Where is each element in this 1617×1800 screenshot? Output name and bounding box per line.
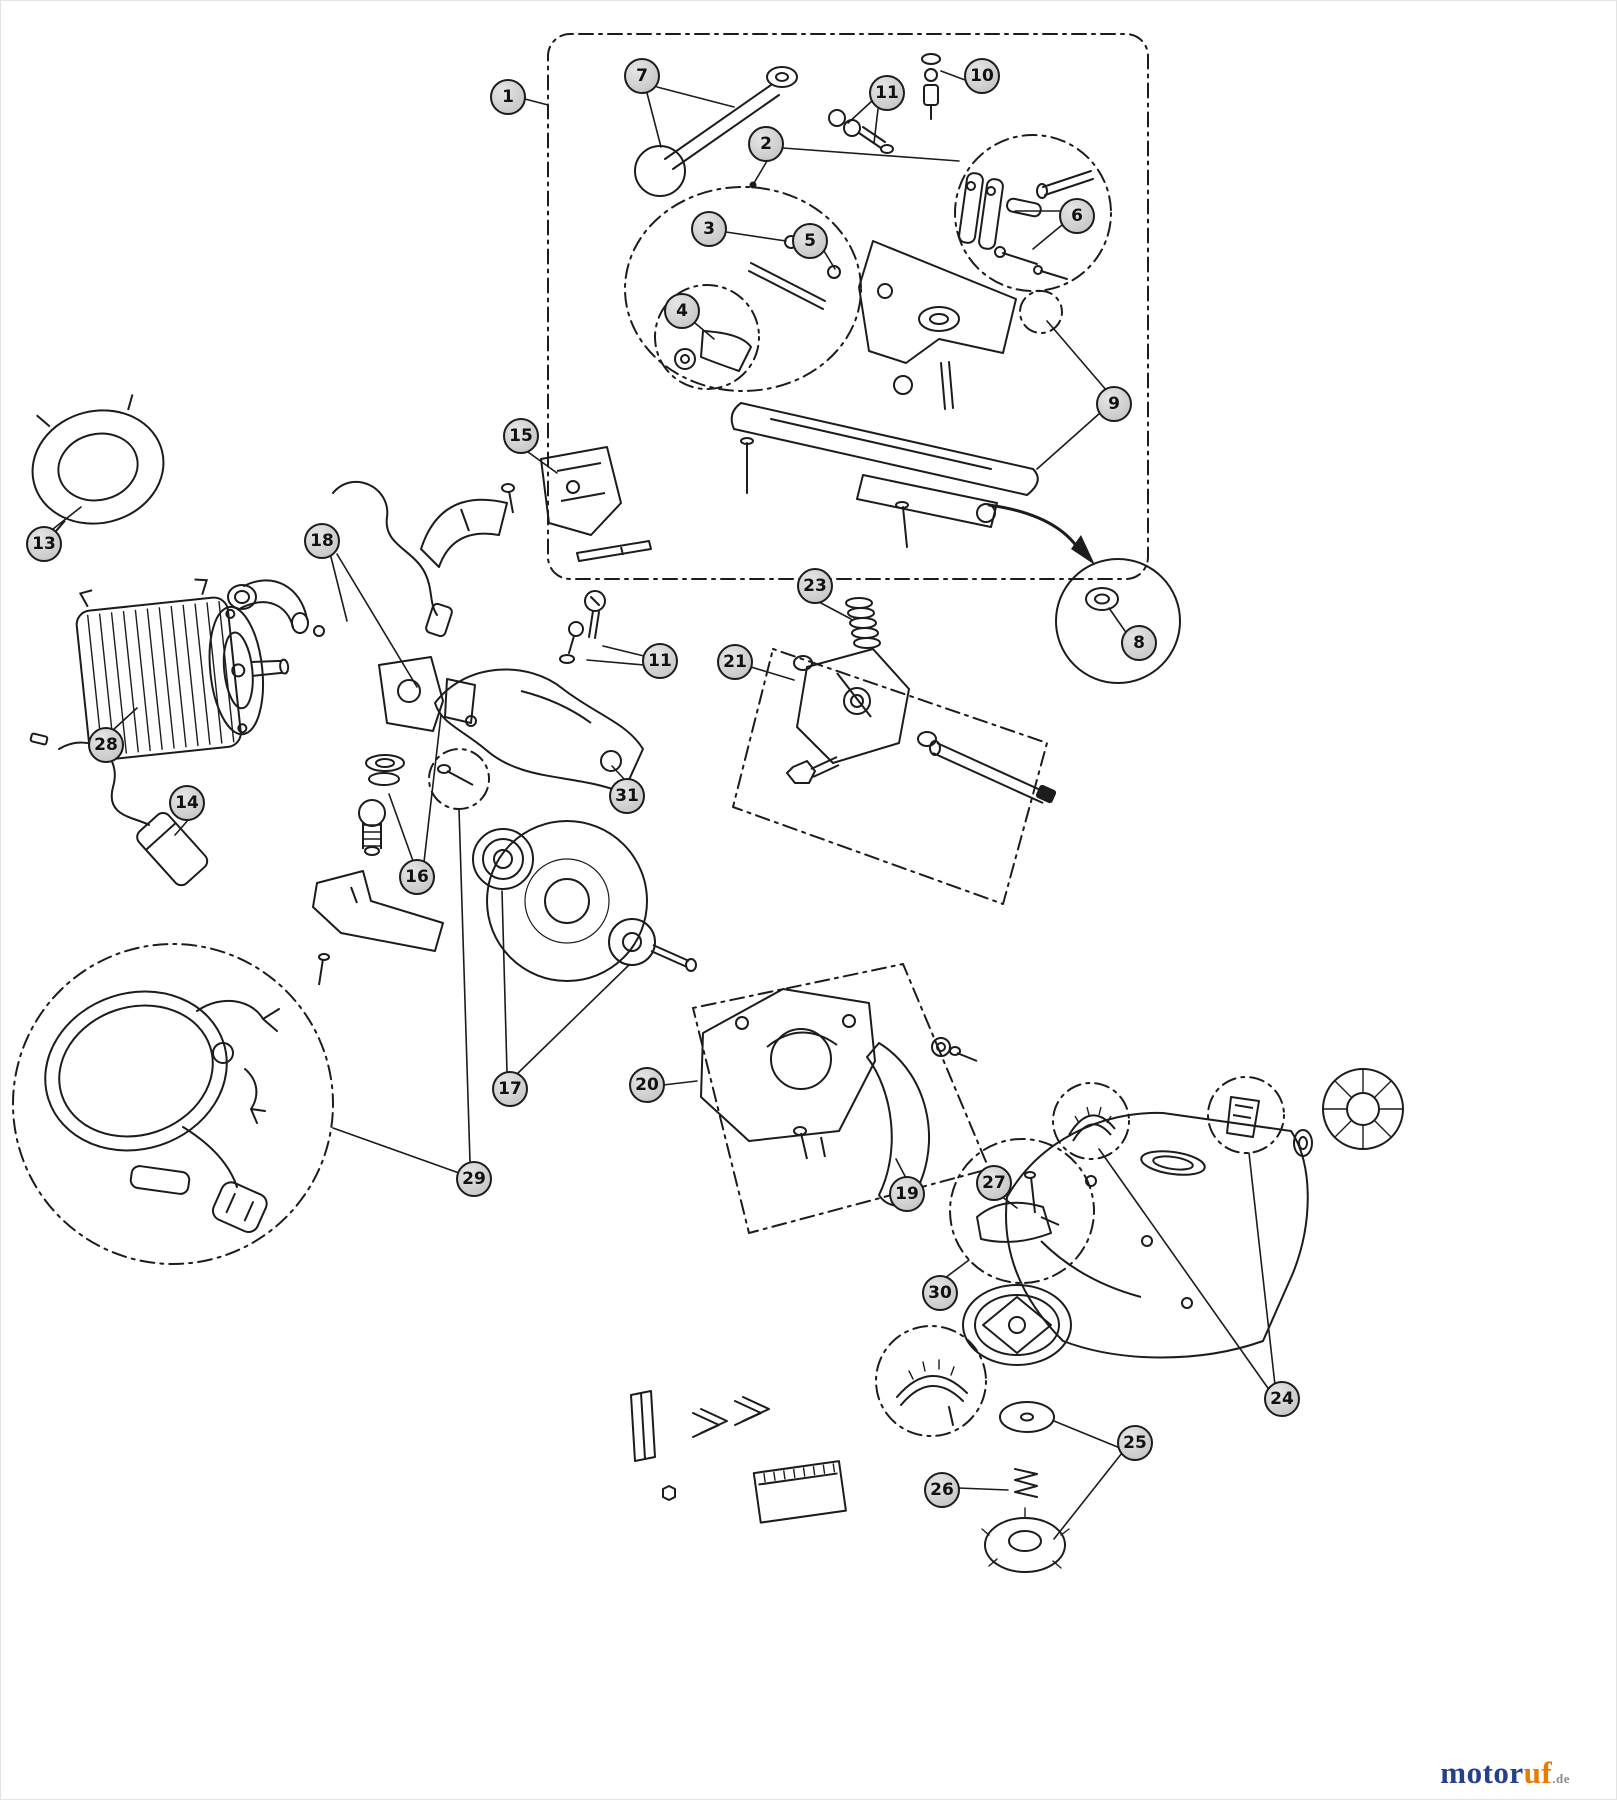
part-balloon-7[interactable]: 7 (624, 58, 660, 94)
cap-ring-drawing (31, 394, 165, 535)
part-balloon-23[interactable]: 23 (797, 568, 833, 604)
part-balloon-3[interactable]: 3 (691, 211, 727, 247)
part-balloon-4[interactable]: 4 (664, 293, 700, 329)
handle-tube-drawing (227, 579, 325, 637)
blade-cover-drawing (700, 988, 978, 1207)
power-cord-drawing (44, 990, 280, 1234)
part-balloon-8[interactable]: 8 (1121, 625, 1157, 661)
part-balloon-21[interactable]: 21 (717, 644, 753, 680)
part-balloon-5[interactable]: 5 (792, 223, 828, 259)
part-balloon-16[interactable]: 16 (399, 859, 435, 895)
part-balloon-14[interactable]: 14 (169, 785, 205, 821)
part-balloon-28[interactable]: 28 (88, 727, 124, 763)
part-balloon-26[interactable]: 26 (924, 1472, 960, 1508)
part-balloon-1[interactable]: 1 (490, 79, 526, 115)
clamp-arm-drawing (312, 656, 644, 986)
part-balloon-24[interactable]: 24 (1264, 1381, 1300, 1417)
cable-capacitor-drawing (29, 481, 453, 887)
part-balloon-10[interactable]: 10 (964, 58, 1000, 94)
part-balloon-6[interactable]: 6 (1059, 198, 1095, 234)
screw-set-drawing (559, 590, 606, 664)
logo-motoruf[interactable]: motoruf.de (1440, 1755, 1570, 1791)
part-balloon-27[interactable]: 27 (976, 1165, 1012, 1201)
part-balloon-13[interactable]: 13 (26, 526, 62, 562)
head-assembly-drawing (634, 53, 1119, 611)
clamp-bracket-rod-drawing (786, 597, 1057, 804)
part-balloon-29[interactable]: 29 (456, 1161, 492, 1197)
part-balloon-9[interactable]: 9 (1096, 386, 1132, 422)
part-balloon-11[interactable]: 11 (642, 643, 678, 679)
part-balloon-18[interactable]: 18 (304, 523, 340, 559)
logo-text-suffix: .de (1552, 1771, 1570, 1786)
part-balloon-11[interactable]: 11 (869, 75, 905, 111)
part-balloon-31[interactable]: 31 (609, 778, 645, 814)
part-balloon-20[interactable]: 20 (629, 1067, 665, 1103)
logo-text-primary: motor (1440, 1755, 1524, 1790)
switch-housing-drawing (420, 446, 652, 568)
part-balloon-25[interactable]: 25 (1117, 1425, 1153, 1461)
part-balloon-30[interactable]: 30 (922, 1275, 958, 1311)
base-housing-drawing (962, 1068, 1404, 1366)
part-balloon-15[interactable]: 15 (503, 418, 539, 454)
part-balloon-19[interactable]: 19 (889, 1176, 925, 1212)
part-balloon-17[interactable]: 17 (492, 1071, 528, 1107)
enclosure-boxes (12, 33, 1285, 1437)
motor-drawing (75, 578, 290, 761)
part-balloon-2[interactable]: 2 (748, 126, 784, 162)
detail-circle-8 (1055, 558, 1181, 684)
logo-text-secondary: uf (1523, 1755, 1553, 1790)
blade-pulleys-drawing (472, 820, 697, 982)
leader-lines (52, 70, 1276, 1540)
bottom-hardware-drawing (630, 1359, 1070, 1573)
